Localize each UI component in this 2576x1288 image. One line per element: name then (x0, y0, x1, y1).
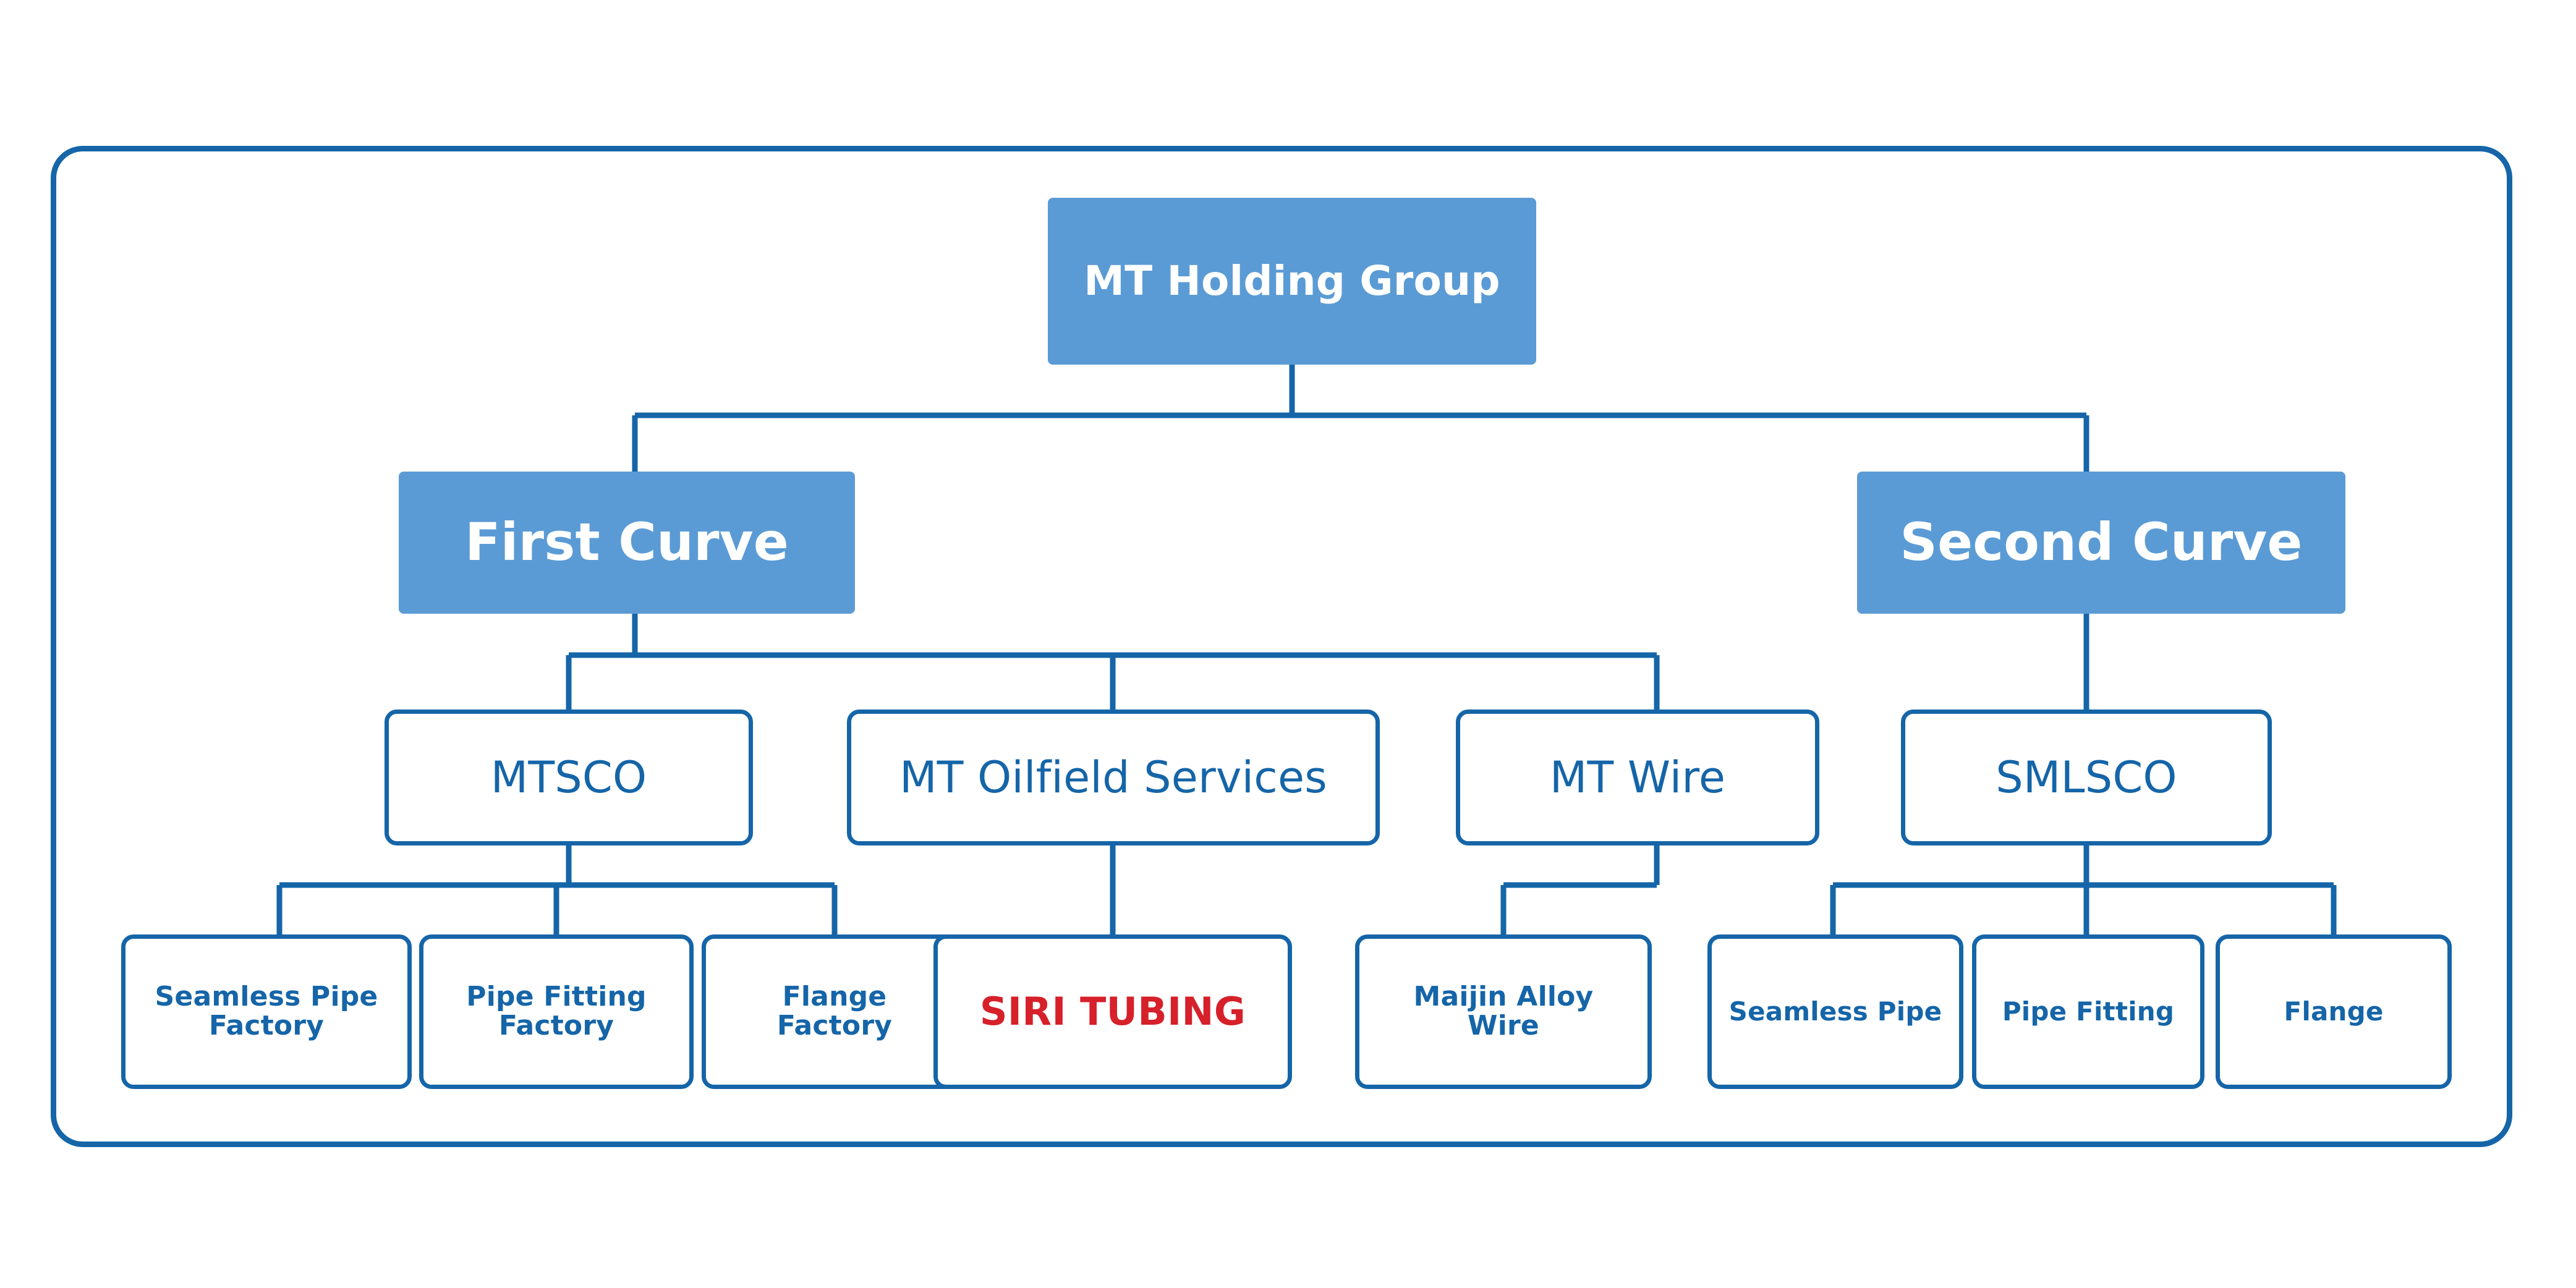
node-label: MT Holding Group (1084, 257, 1500, 305)
node-label: Seamless Pipe Factory (155, 981, 378, 1041)
chart-outer-frame (51, 146, 2512, 1147)
node-pipe-fitting[interactable]: Pipe Fitting (1972, 934, 2204, 1089)
node-mt-wire[interactable]: MT Wire (1456, 710, 1819, 845)
node-label: First Curve (465, 512, 789, 573)
node-label: MT Oilfield Services (899, 752, 1327, 803)
node-maijin-alloy-wire[interactable]: Maijin Alloy Wire (1355, 934, 1652, 1089)
node-flange[interactable]: Flange (2216, 934, 2452, 1089)
node-label: Pipe Fitting (2002, 996, 2175, 1027)
node-smlsco[interactable]: SMLSCO (1901, 710, 2272, 845)
node-label: Second Curve (1900, 512, 2303, 573)
node-pipe-fitting-factory[interactable]: Pipe Fitting Factory (419, 934, 694, 1089)
node-label: Maijin Alloy Wire (1413, 981, 1594, 1041)
node-label: MTSCO (490, 752, 647, 803)
node-label: Pipe Fitting Factory (466, 981, 647, 1041)
node-flange-factory[interactable]: Flange Factory (702, 934, 967, 1089)
node-second-curve[interactable]: Second Curve (1857, 472, 2345, 614)
node-label: Flange (2284, 996, 2384, 1027)
node-label: SIRI TUBING (979, 989, 1246, 1035)
node-label: SMLSCO (1996, 752, 2177, 803)
node-siri-tubing[interactable]: SIRI TUBING (933, 934, 1292, 1089)
node-seamless-pipe-factory[interactable]: Seamless Pipe Factory (121, 934, 412, 1089)
node-mtsco[interactable]: MTSCO (385, 710, 753, 845)
node-mt-oilfield-services[interactable]: MT Oilfield Services (847, 710, 1380, 845)
node-label: MT Wire (1549, 752, 1726, 803)
node-label: Flange Factory (776, 981, 893, 1041)
node-first-curve[interactable]: First Curve (399, 472, 855, 614)
node-seamless-pipe[interactable]: Seamless Pipe (1707, 934, 1963, 1089)
node-mt-holding-group[interactable]: MT Holding Group (1048, 198, 1536, 365)
node-label: Seamless Pipe (1728, 996, 1942, 1027)
